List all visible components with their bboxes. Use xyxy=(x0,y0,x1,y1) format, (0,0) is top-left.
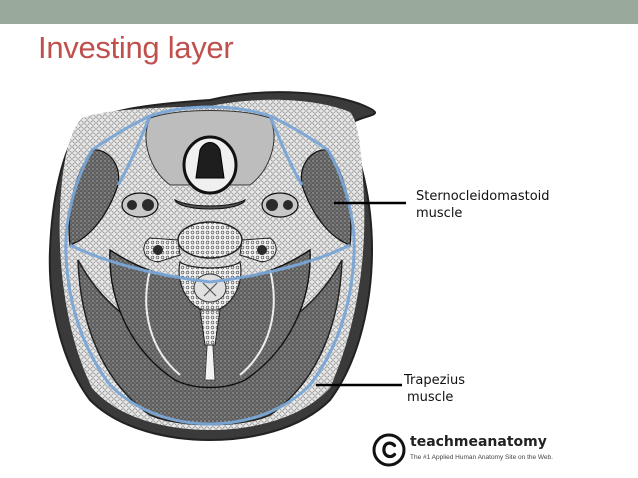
vertebral-body xyxy=(177,221,243,259)
spinal-grey-matter xyxy=(202,282,218,297)
trapezius-label-line-2: muscle xyxy=(407,390,454,405)
pharynx xyxy=(173,198,247,210)
scm-label: Sternocleidomastoid muscle xyxy=(416,188,550,222)
investing-fascia xyxy=(64,105,356,426)
brand-tagline: The #1 Applied Human Anatomy Site on the… xyxy=(410,454,553,461)
laryngeal-lumen xyxy=(195,142,225,179)
carotid-sheath-right xyxy=(261,192,299,218)
carotid-sheath-left xyxy=(121,192,159,218)
brand-logo: teachmeanatomy The #1 Applied Human Anat… xyxy=(372,433,572,469)
muscle-divider-right xyxy=(239,269,275,376)
scm-label-line-1: Sternocleidomastoid xyxy=(416,189,550,204)
brand-name: teachmeanatomy xyxy=(410,434,547,450)
copyright-icon xyxy=(372,433,406,467)
trapezius-label: Trapezius muscle xyxy=(404,372,465,406)
slide-top-bar xyxy=(0,0,638,24)
vertebral-artery-right xyxy=(257,245,267,255)
trapezius-label-line-1: Trapezius xyxy=(404,373,466,388)
muscle-divider-left xyxy=(145,269,181,376)
spinous-process xyxy=(199,309,221,346)
scm-label-line-2: muscle xyxy=(416,206,463,221)
vertebral-artery-left xyxy=(153,245,163,255)
slide-title: Investing layer xyxy=(38,30,234,65)
spinal-cord xyxy=(193,273,227,303)
